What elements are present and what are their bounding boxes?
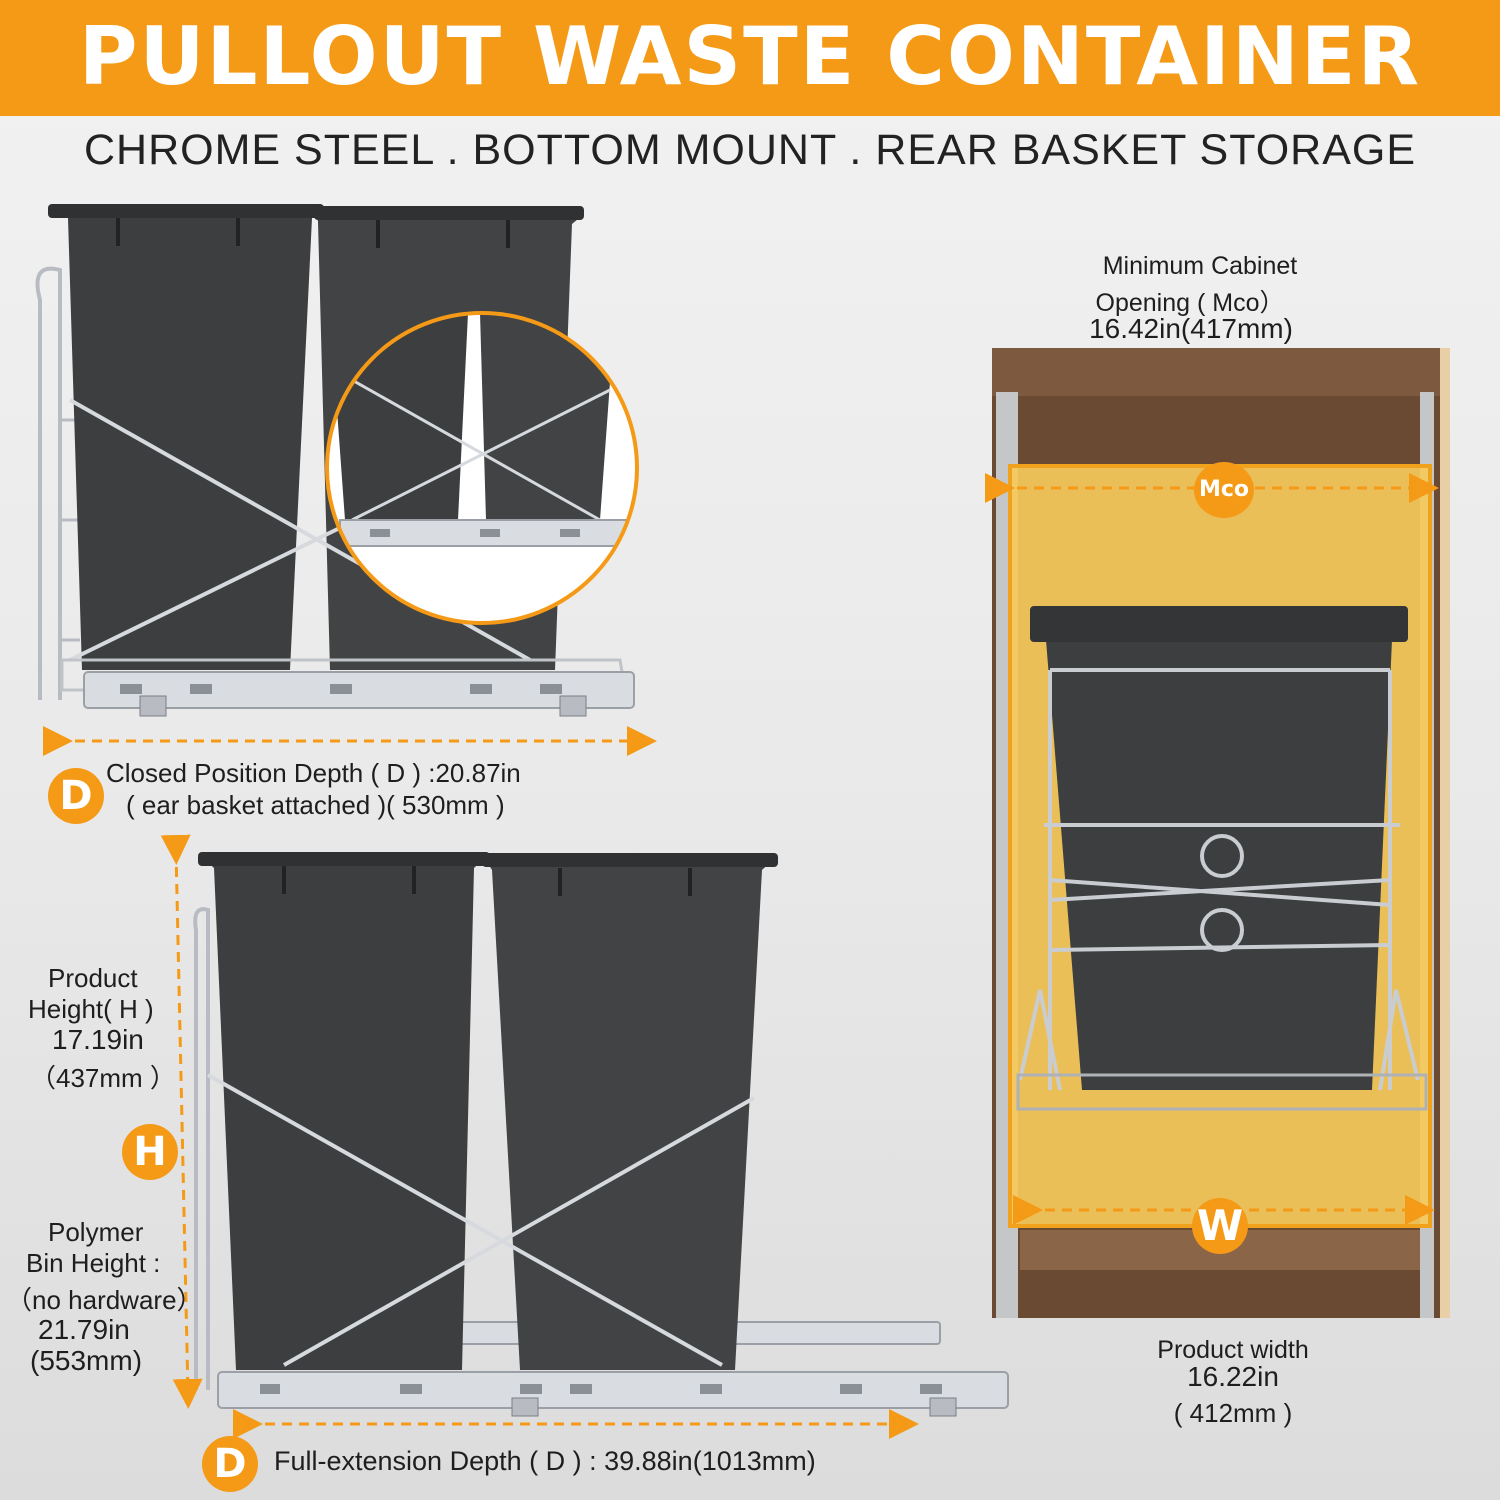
closed-depth-label: Closed Position Depth ( D ) :20.87in [106, 758, 521, 788]
closed-depth-note: ( ear basket attached )( 530mm ) [126, 790, 505, 820]
mco-label-2: Opening ( Mco） [1095, 289, 1285, 317]
product-height-inches: 17.19in [52, 1024, 144, 1055]
width-mm: ( 412mm ) [1173, 1398, 1293, 1428]
product-height-mm: （437mm ） [30, 1063, 176, 1093]
product-height-label-1: Product [48, 963, 138, 993]
zoom-detail-circle [325, 311, 639, 625]
product-height-label-2: Height( H ) [28, 994, 154, 1024]
depth-badge: D [48, 768, 104, 824]
title-banner [0, 0, 1500, 116]
height-badge: H [122, 1124, 178, 1180]
width-inches: 16.22in [1187, 1361, 1279, 1392]
mco-label-1: Minimum Cabinet [1102, 252, 1298, 280]
mco-badge: Mco [1194, 462, 1254, 518]
full-depth-badge: D [202, 1436, 258, 1492]
bin-height-label-1: Polymer [48, 1217, 144, 1247]
width-label: Product width [1157, 1336, 1309, 1364]
bin-height-mm: (553mm) [30, 1345, 143, 1376]
height-arrow [160, 834, 203, 1409]
mco-measurement: 16.42in(417mm) [1089, 313, 1293, 344]
bin-height-label-3: （no hardware） [6, 1285, 203, 1315]
bin-height-label-2: Bin Height : [26, 1248, 161, 1278]
page-title: PULLOUT WASTE CONTAINER [78, 10, 1422, 103]
width-badge: W [1192, 1198, 1248, 1254]
extended-product-image [193, 852, 1009, 1417]
bin-height-inches: 21.79in [38, 1314, 130, 1345]
full-depth-label: Full-extension Depth ( D ) : 39.88in(101… [274, 1446, 816, 1476]
page-subtitle: CHROME STEEL . BOTTOM MOUNT . REAR BASKE… [83, 126, 1417, 174]
cabinet-image [992, 348, 1450, 1318]
